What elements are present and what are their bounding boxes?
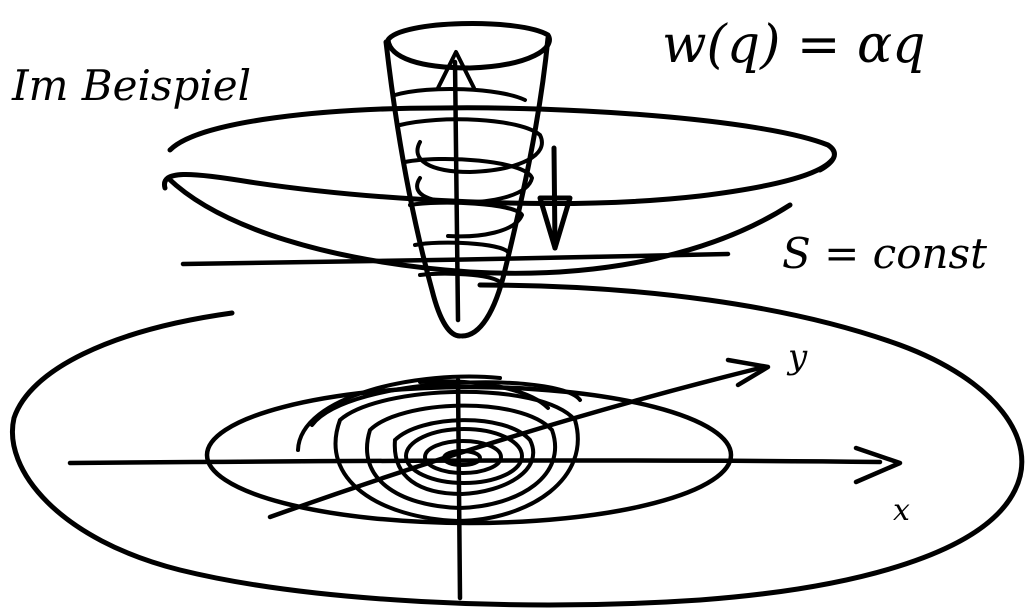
- vertical-axis-arrowhead: [436, 50, 476, 90]
- upper-bowl-lower-curve: [165, 175, 793, 276]
- upper-bowl-top-rim: [167, 105, 837, 173]
- contour-rings: [296, 374, 582, 523]
- outer-ground-ellipse: [10, 282, 1025, 608]
- formula-text: w(q) = αq: [662, 15, 925, 75]
- x-axis-label: x: [893, 493, 910, 528]
- intro-text: Im Beispiel: [11, 61, 251, 110]
- x-axis-arrowhead: [853, 445, 903, 485]
- level-label: S = const: [782, 229, 987, 278]
- y-axis-line: [267, 365, 763, 520]
- down-arrow-head: [537, 195, 573, 251]
- level-set-line: [180, 251, 731, 267]
- middle-base-ellipse: [204, 384, 734, 526]
- y-axis-label: y: [786, 337, 808, 377]
- funnel-spiral: [393, 86, 544, 284]
- vertical-axis-line: [452, 59, 463, 601]
- y-axis-arrowhead: [725, 357, 771, 388]
- funnel-top-rim: [385, 21, 552, 71]
- funnel-right-side: [459, 35, 551, 339]
- funnel-left-side: [383, 39, 463, 339]
- x-axis-line: [67, 458, 883, 466]
